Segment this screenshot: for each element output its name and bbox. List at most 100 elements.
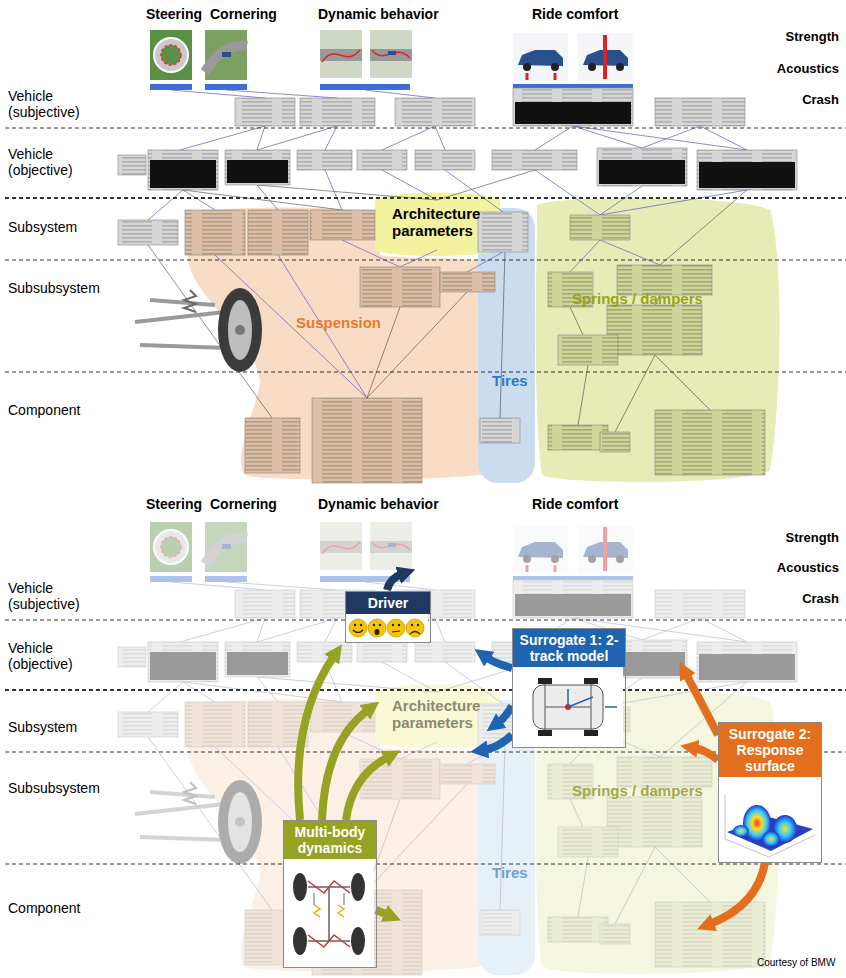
requirements-network: [150, 102, 795, 188]
discipline-label: Acoustics: [775, 561, 839, 576]
requirements-network: [527, 73, 555, 80]
requirements-network: [551, 63, 559, 71]
requirements-network: [310, 210, 375, 240]
driver-faces: [346, 614, 428, 642]
discipline-label: Crash: [775, 592, 839, 607]
multibody-model-picture: [284, 859, 374, 967]
requirements-network: [597, 148, 687, 186]
two-track-model-picture: [513, 667, 623, 747]
requirements-network: [548, 425, 608, 450]
response-surface-plot: [719, 777, 819, 862]
requirements-network: [118, 88, 797, 483]
requirements-network: [320, 30, 362, 78]
mapping-arrow: [387, 574, 402, 590]
two-track-model-picture: [538, 678, 552, 684]
requirements-network: [118, 220, 178, 245]
requirements-network: [515, 102, 631, 124]
two-track-model-picture: [568, 689, 593, 707]
driver-faces: [375, 629, 380, 635]
driver-faces: [387, 619, 405, 637]
driver-faces: [411, 624, 413, 626]
discipline-label: Crash: [775, 93, 839, 108]
requirements-network: [148, 90, 747, 398]
driver-box: Driver: [345, 591, 431, 643]
two-track-model-picture: [538, 730, 552, 736]
requirements-network: [415, 150, 475, 170]
requirements-network: [513, 88, 633, 126]
requirements-network: [205, 84, 247, 90]
driver-faces: [392, 631, 400, 632]
requirements-network: [235, 325, 245, 335]
multibody-model-picture: [308, 881, 350, 947]
driver-faces: [346, 614, 428, 642]
requirements-network: [161, 45, 181, 65]
requirements-network: [480, 418, 520, 443]
requirements-network: [150, 160, 216, 188]
multibody-model-picture: [351, 927, 365, 955]
discipline-label: Acoustics: [775, 62, 839, 77]
column-header: Ride comfort: [532, 496, 618, 512]
requirements-network: [215, 240, 660, 398]
requirements-network: [578, 33, 633, 81]
requirements-network: [227, 160, 288, 183]
faded-network: [118, 522, 797, 975]
multibody-model-picture: [351, 873, 365, 901]
region-label: Architecture parameters: [392, 205, 504, 240]
requirements-network: [372, 50, 410, 58]
two-track-model-picture: [538, 678, 598, 736]
multibody-model-picture: [293, 873, 365, 955]
level-label: Subsubsystem: [8, 280, 118, 296]
requirements-network: [655, 98, 745, 126]
surrogate-box: Surrogate 1: 2-track model: [512, 628, 626, 748]
requirements-network: [185, 210, 245, 255]
driver-faces: [406, 619, 424, 637]
requirements-network: [225, 150, 290, 185]
level-divider: [5, 198, 846, 690]
multibody-model-picture: [293, 927, 307, 955]
level-divider: [5, 128, 846, 864]
column-header: Dynamic behavior: [318, 6, 439, 22]
mapping-arrow: [498, 706, 512, 723]
requirements-network: [357, 150, 407, 170]
column-header: Dynamic behavior: [318, 496, 439, 512]
response-surface-plot: [762, 831, 780, 847]
column-header: Cornering: [210, 496, 277, 512]
column-header: Cornering: [210, 6, 277, 22]
requirements-network: [492, 150, 577, 170]
driver-faces: [346, 614, 430, 642]
region-label: Springs / dampers: [572, 782, 703, 799]
requirements-network: [148, 170, 747, 432]
requirements-network: [180, 126, 747, 150]
requirements-network: [607, 305, 702, 355]
mapping-arrow: [484, 735, 512, 750]
discipline-label: Strength: [775, 30, 839, 45]
discipline-label: Strength: [775, 531, 839, 546]
requirements-network: [228, 300, 252, 360]
requirements-network: [222, 52, 231, 57]
level-label: Component: [8, 900, 103, 916]
requirements-network: [312, 398, 422, 483]
two-track-model-picture: [513, 667, 623, 747]
requirements-network: [118, 155, 146, 175]
multibody-model-picture: [284, 859, 374, 967]
multibody-model-picture: [314, 893, 344, 905]
level-label: Vehicle (objective): [8, 146, 103, 178]
requirements-network: [523, 63, 531, 71]
requirements-network: [245, 418, 300, 473]
region-label: Suspension: [296, 314, 381, 331]
requirements-network: [235, 98, 295, 126]
requirements-network: [570, 215, 630, 240]
requirements-network: [616, 63, 624, 71]
driver-faces: [353, 630, 363, 633]
mapping-arrow: [486, 657, 512, 668]
region-label: Tires: [492, 864, 528, 881]
driver-faces: [353, 630, 420, 634]
region-label: Tires: [492, 372, 528, 389]
requirements-network: [150, 84, 192, 90]
box-heading: Surrogate 2: Response surface: [719, 723, 821, 777]
mapping-arrow: [710, 862, 765, 924]
level-divider: [5, 128, 846, 864]
mapping-arrow: [376, 910, 388, 915]
requirements-network: [603, 35, 607, 79]
box-heading: Driver: [346, 592, 430, 614]
